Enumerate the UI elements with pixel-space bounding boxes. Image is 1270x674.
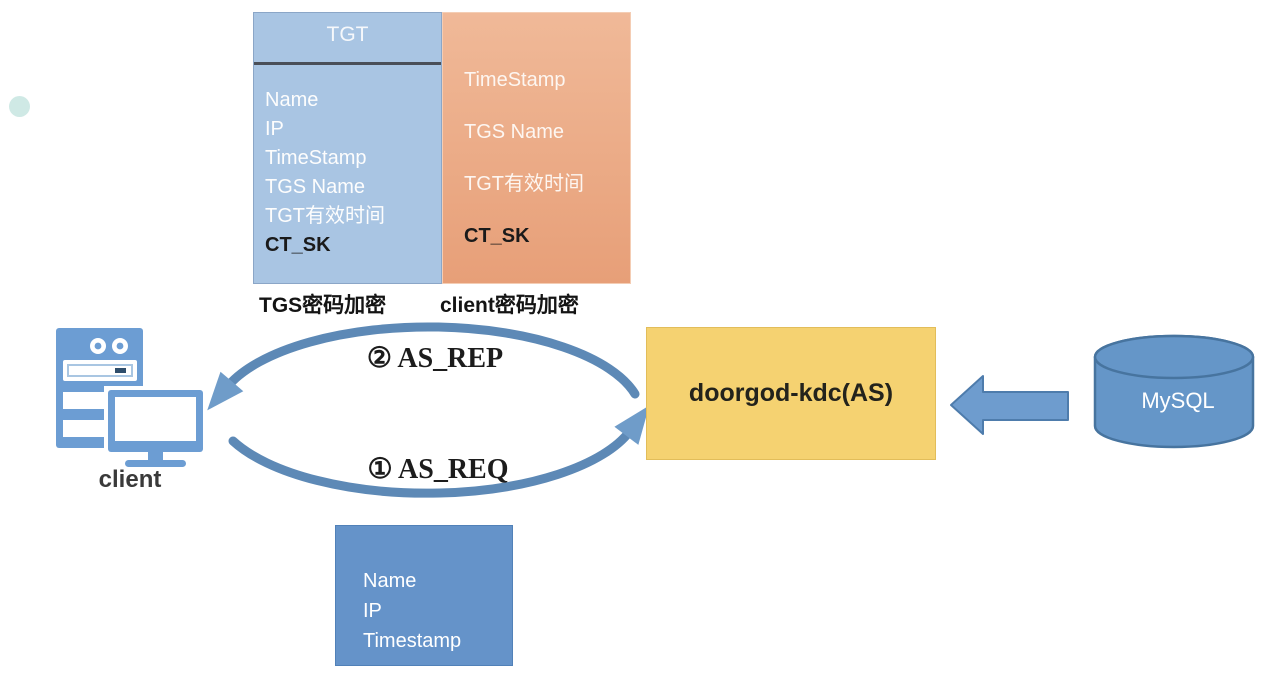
as-req-label: ① AS_REQ <box>367 454 509 485</box>
tgt-field: Name <box>265 89 319 111</box>
enc-field-list: TimeStamp TGS Name TGT有效时间 CT_SK <box>443 13 630 246</box>
db-to-kdc-arrow <box>950 375 1069 435</box>
tgt-field-list: Name IP TimeStamp TGS Name TGT有效时间 CT_SK <box>254 65 441 260</box>
enc-field: TGT有效时间 <box>464 173 584 195</box>
client-computer-icon <box>56 328 205 467</box>
tgt-box-caption: TGS密码加密 <box>259 294 387 317</box>
req-field: IP <box>363 600 382 622</box>
tgt-ticket-box: TGT Name IP TimeStamp TGS Name TGT有效时间 C… <box>253 12 442 284</box>
kdc-box: doorgod-kdc(AS) <box>646 327 936 460</box>
mysql-database-icon <box>1093 334 1255 449</box>
tgt-box-title: TGT <box>254 13 441 65</box>
tgt-field: TimeStamp <box>265 147 367 169</box>
req-field: Timestamp <box>363 630 462 652</box>
kdc-label: doorgod-kdc(AS) <box>688 379 894 407</box>
mysql-label: MySQL <box>1141 388 1215 413</box>
client-label: client <box>98 466 162 493</box>
tgt-field: TGS Name <box>265 176 366 198</box>
as-rep-label: ② AS_REP <box>366 343 504 374</box>
req-field: Name <box>363 570 417 592</box>
client-encrypted-box: TimeStamp TGS Name TGT有效时间 CT_SK <box>442 12 631 284</box>
enc-box-caption: client密码加密 <box>440 294 579 317</box>
req-field-list: Name IP Timestamp <box>336 526 512 656</box>
enc-field: TimeStamp <box>464 69 566 91</box>
decorative-dot <box>9 96 30 117</box>
as-req-fields-box: Name IP Timestamp <box>335 525 513 666</box>
enc-field: TGS Name <box>464 121 565 143</box>
tgt-field: IP <box>265 118 284 140</box>
tgt-session-key-field: CT_SK <box>265 234 331 256</box>
tgt-field: TGT有效时间 <box>265 205 385 227</box>
enc-session-key-field: CT_SK <box>464 225 530 247</box>
